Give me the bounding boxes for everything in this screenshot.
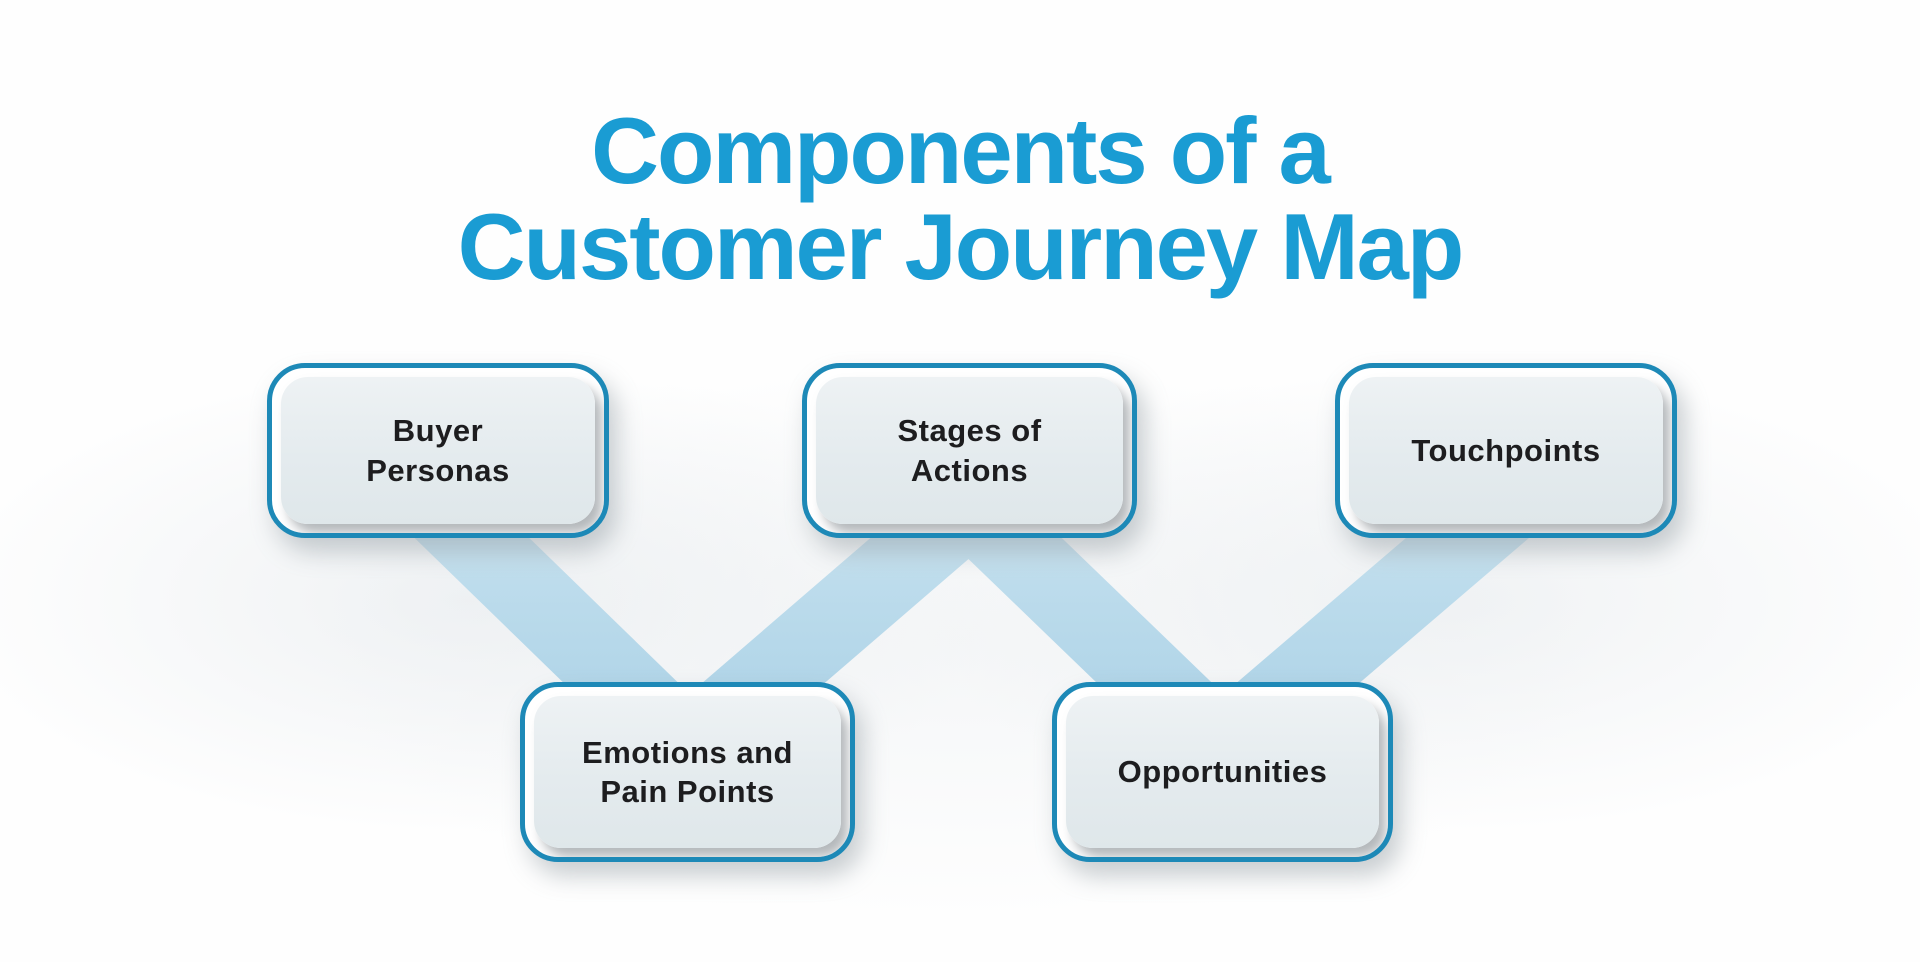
node-inner: Emotions and Pain Points [534, 696, 841, 848]
node-label: Emotions and Pain Points [582, 734, 793, 809]
node-inner: Stages of Actions [816, 377, 1123, 524]
node-touchpoints: Touchpoints [1335, 363, 1677, 538]
node-label: Opportunities [1117, 754, 1328, 790]
page-title: Components of a Customer Journey Map [457, 97, 1465, 299]
node-label: Touchpoints [1411, 432, 1601, 468]
node-label: Buyer Personas [366, 413, 510, 488]
node-opportunities: Opportunities [1052, 682, 1393, 862]
node-buyer-personas: Buyer Personas [267, 363, 609, 538]
node-emotions-and-pain-points: Emotions and Pain Points [520, 682, 855, 862]
node-stages-of-actions: Stages of Actions [802, 363, 1137, 538]
node-inner: Opportunities [1066, 696, 1379, 848]
node-label: Stages of Actions [897, 413, 1042, 488]
node-inner: Buyer Personas [281, 377, 595, 524]
node-inner: Touchpoints [1349, 377, 1663, 524]
